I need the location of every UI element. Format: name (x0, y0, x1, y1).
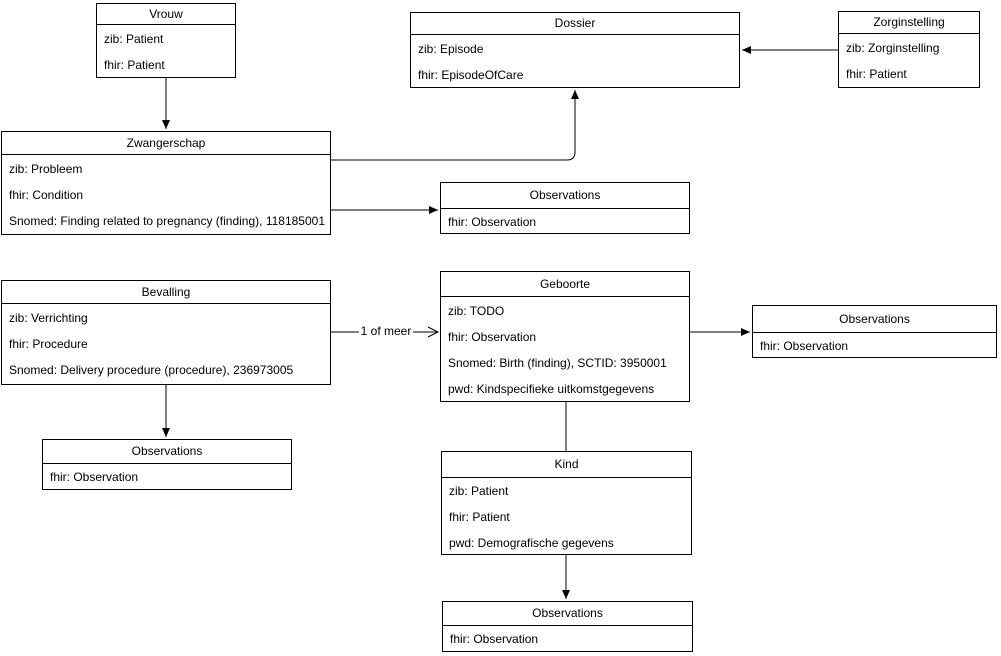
entity-body: fhir: Observation (443, 626, 692, 652)
entity-body: zib: TODO fhir: Observation Snomed: Birt… (441, 297, 689, 402)
entity-attribute: zib: Probleem (9, 162, 83, 176)
entity-title: Vrouw (97, 4, 235, 25)
entity-body: zib: Patient fhir: Patient (97, 25, 235, 78)
entity-zwangerschap: Zwangerschap zib: Probleem fhir: Conditi… (1, 131, 331, 235)
entity-title: Kind (442, 452, 691, 478)
entity-attribute: fhir: Patient (104, 58, 165, 72)
entity-attribute: fhir: Observation (450, 632, 539, 646)
entity-geboorte: Geboorte zib: TODO fhir: Observation Sno… (440, 271, 690, 402)
entity-body: zib: Verrichting fhir: Procedure Snomed:… (2, 304, 330, 383)
entity-zorginstelling: Zorginstelling zib: Zorginstelling fhir:… (838, 11, 980, 88)
entity-body: fhir: Observation (43, 464, 291, 490)
entity-attribute: zib: Zorginstelling (846, 41, 940, 55)
entity-attribute: zib: Verrichting (9, 311, 88, 325)
entity-bevalling: Bevalling zib: Verrichting fhir: Procedu… (1, 280, 331, 385)
entity-title: Geboorte (441, 272, 689, 297)
entity-dossier: Dossier zib: Episode fhir: EpisodeOfCare (410, 12, 740, 88)
entity-attribute: fhir: Observation (50, 470, 139, 484)
entity-attribute: Snomed: Delivery procedure (procedure), … (9, 363, 294, 377)
entity-observations-zwangerschap: Observations fhir: Observation (440, 182, 690, 234)
entity-attribute: zib: Patient (449, 484, 509, 498)
entity-title: Observations (443, 602, 692, 626)
entity-attribute: fhir: Observation (448, 215, 537, 229)
entity-title: Dossier (411, 13, 739, 35)
entity-attribute: zib: TODO (448, 304, 505, 318)
entity-body: zib: Zorginstelling fhir: Patient (839, 34, 979, 87)
entity-title: Observations (43, 440, 291, 464)
entity-title: Observations (441, 183, 689, 209)
entity-attribute: zib: Episode (418, 42, 484, 56)
entity-attribute: fhir: EpisodeOfCare (418, 68, 524, 82)
entity-body: zib: Episode fhir: EpisodeOfCare (411, 35, 739, 88)
edge-zwangerschap-dossier (331, 90, 579, 161)
entity-attribute: Snomed: Birth (finding), SCTID: 3950001 (448, 356, 667, 370)
entity-title: Observations (753, 306, 996, 333)
entity-attribute: fhir: Condition (9, 188, 84, 202)
entity-observations-geboorte: Observations fhir: Observation (752, 305, 997, 358)
entity-attribute: zib: Patient (104, 32, 164, 46)
entity-attribute: fhir: Observation (760, 339, 849, 353)
entity-title: Zorginstelling (839, 12, 979, 34)
entity-body: fhir: Observation (441, 209, 689, 235)
entity-observations-kind: Observations fhir: Observation (442, 601, 693, 652)
entity-body: fhir: Observation (753, 333, 996, 359)
entity-attribute: fhir: Observation (448, 330, 537, 344)
entity-attribute: pwd: Kindspecifieke uitkomstgegevens (448, 382, 655, 396)
entity-vrouw: Vrouw zib: Patient fhir: Patient (96, 3, 236, 78)
entity-body: zib: Patient fhir: Patient pwd: Demograf… (442, 478, 691, 556)
entity-attribute: fhir: Patient (449, 510, 510, 524)
entity-attribute: fhir: Procedure (9, 337, 88, 351)
entity-attribute: fhir: Patient (846, 67, 907, 81)
entity-observations-bevalling: Observations fhir: Observation (42, 439, 292, 490)
entity-body: zib: Probleem fhir: Condition Snomed: Fi… (2, 155, 330, 234)
entity-title: Bevalling (2, 281, 330, 304)
edge-label-1-of-meer: 1 of meer (359, 324, 413, 339)
entity-attribute: pwd: Demografische gegevens (449, 536, 614, 550)
entity-kind: Kind zib: Patient fhir: Patient pwd: Dem… (441, 451, 692, 555)
entity-title: Zwangerschap (2, 132, 330, 155)
entity-attribute: Snomed: Finding related to pregnancy (fi… (9, 214, 325, 228)
